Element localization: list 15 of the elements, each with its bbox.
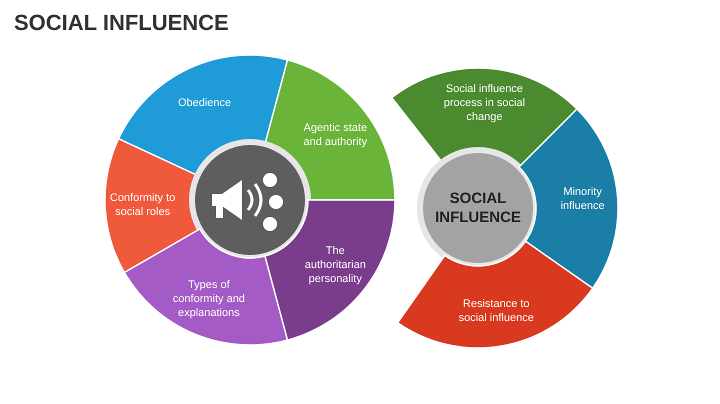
segment-label: Types of conformity and explanations	[172, 278, 246, 320]
segment-label: Obedience	[176, 96, 232, 110]
title: SOCIAL INFLUENCE	[14, 10, 229, 36]
segment-label: Agentic state and authority	[302, 120, 368, 149]
segment-label: Social influence process in social change	[443, 82, 526, 124]
ring-segment	[118, 54, 288, 176]
segment-label: Minority influence	[560, 184, 606, 213]
ring-segment	[124, 228, 288, 346]
center-title: SOCIAL INFLUENCE	[434, 189, 522, 227]
ring-segment	[264, 199, 396, 341]
ring-segment	[264, 59, 396, 201]
segment-label: Conformity to social roles	[108, 190, 176, 219]
segment-label: The authoritarian personality	[304, 244, 367, 286]
segment-label: Resistance to social influence	[458, 297, 535, 326]
ring-segment	[396, 240, 594, 349]
